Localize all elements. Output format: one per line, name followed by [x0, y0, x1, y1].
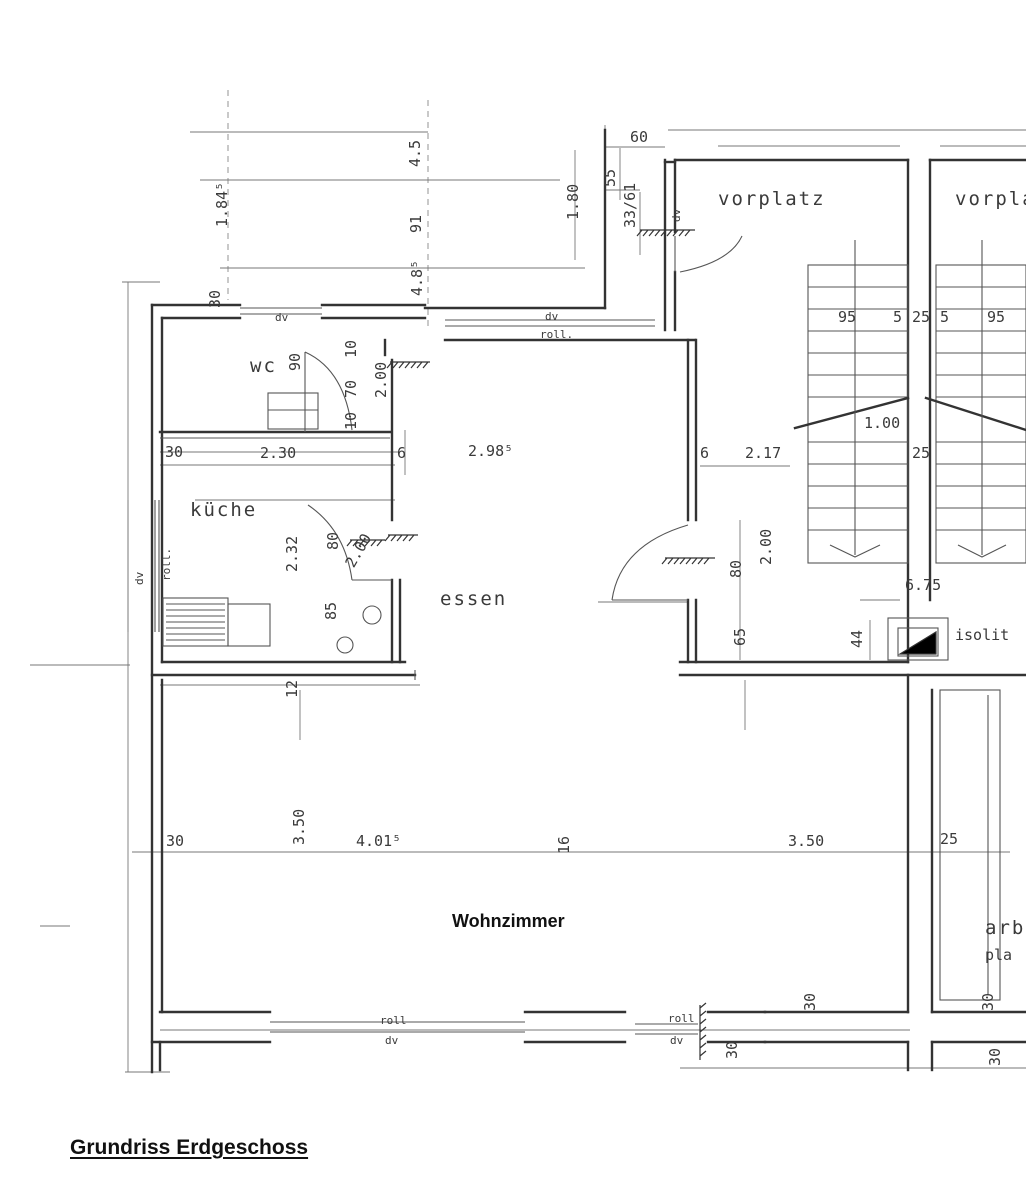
room-label-essen: essen — [440, 588, 507, 610]
dim-6-b: 6 — [700, 444, 709, 462]
dim-350-b: 3.50 — [788, 832, 824, 850]
wall-hatches — [346, 229, 715, 1060]
mark-roll-door: roll — [668, 1012, 695, 1025]
dim-350-a: 3.50 — [290, 809, 308, 845]
dim-100: 1.00 — [864, 414, 900, 432]
dim-232: 2.32 — [283, 536, 301, 572]
dimension-lines — [30, 90, 1026, 1073]
dim-217: 2.17 — [745, 444, 781, 462]
room-label-vorplatz-2: vorpla — [955, 188, 1026, 210]
dim-70: 70 — [342, 380, 360, 398]
mark-dv-bottom: dv — [385, 1034, 399, 1047]
dim-5-a: 5 — [893, 308, 902, 326]
stairs-left — [793, 240, 910, 564]
dim-95-b: 95 — [987, 308, 1005, 326]
dim-10-a: 10 — [342, 340, 360, 358]
dim-30-d: 30 — [801, 993, 819, 1011]
doors — [304, 235, 743, 601]
dimension-numbers: 1.84⁵ 4.5 91 4.8⁵ 60 1.80 55 33/61 30 90… — [165, 128, 1005, 1066]
walls — [150, 128, 1026, 1074]
mark-dv-top: dv — [275, 311, 289, 324]
dim-55: 55 — [601, 169, 619, 187]
dim-10-b: 10 — [342, 412, 360, 430]
room-label-arb-2: pla — [985, 946, 1012, 964]
dim-25-a: 25 — [912, 444, 930, 462]
mark-dv-essen: dv — [545, 310, 559, 323]
room-label-wc: wc — [250, 355, 277, 377]
dim-25-b: 25 — [912, 308, 930, 326]
dim-485: 4.8⁵ — [408, 260, 426, 296]
dim-30-living: 30 — [166, 832, 184, 850]
dim-30-kueche: 30 — [165, 443, 183, 461]
opening-marks: dv dv roll. dv dv roll. roll dv roll dv — [133, 208, 695, 1047]
dim-30-top: 30 — [206, 290, 224, 308]
dim-30-f: 30 — [723, 1041, 741, 1059]
dim-200-c: 2.00 — [757, 529, 775, 565]
dim-6-a: 6 — [397, 444, 406, 462]
dim-16: 16 — [555, 836, 573, 854]
dim-5-b: 5 — [940, 308, 949, 326]
mark-dv-vorplatz: dv — [670, 208, 683, 222]
dim-44: 44 — [848, 630, 866, 648]
dim-30-g: 30 — [986, 1048, 1004, 1066]
dim-80-a: 80 — [324, 532, 342, 550]
dim-180: 1.80 — [564, 184, 582, 220]
dim-95-a: 95 — [838, 308, 856, 326]
dim-33-61: 33/61 — [621, 183, 639, 228]
room-labels: vorplatz vorpla wc küche essen Wohnzimme… — [190, 188, 1026, 964]
stairs-right — [924, 240, 1026, 564]
room-label-isolit: isolit — [955, 626, 1009, 644]
dim-230: 2.30 — [260, 444, 296, 462]
mark-dv-left: dv — [133, 571, 146, 585]
dim-1845: 1.84⁵ — [213, 182, 231, 227]
fixtures — [162, 392, 949, 661]
mark-roll-bottom: roll — [380, 1014, 407, 1027]
mark-roll-left: roll. — [160, 548, 173, 581]
mark-roll-essen: roll. — [540, 328, 573, 341]
dim-91: 91 — [407, 215, 425, 233]
dim-25-c: 25 — [940, 830, 958, 848]
dim-60: 60 — [630, 128, 648, 146]
dim-675: 6.75 — [905, 576, 941, 594]
dim-65: 65 — [731, 628, 749, 646]
dim-4015: 4.01⁵ — [356, 832, 401, 850]
dim-30-e: 30 — [979, 993, 997, 1011]
room-label-arb: arb — [985, 917, 1025, 939]
dim-85: 85 — [322, 602, 340, 620]
room-label-vorplatz: vorplatz — [718, 188, 826, 210]
room-label-kueche: küche — [190, 499, 257, 521]
room-label-wohnzimmer: Wohnzimmer — [452, 911, 565, 931]
dim-200-a: 2.00 — [372, 362, 390, 398]
dim-200-b: 2.00 — [342, 530, 376, 570]
dim-45: 4.5 — [406, 140, 424, 167]
dim-80-b: 80 — [727, 560, 745, 578]
mark-dv-door: dv — [670, 1034, 684, 1047]
dim-12: 12 — [283, 680, 301, 698]
plan-caption: Grundriss Erdgeschoss — [70, 1136, 309, 1159]
dim-90: 90 — [286, 353, 304, 371]
dim-2985: 2.98⁵ — [468, 442, 513, 460]
